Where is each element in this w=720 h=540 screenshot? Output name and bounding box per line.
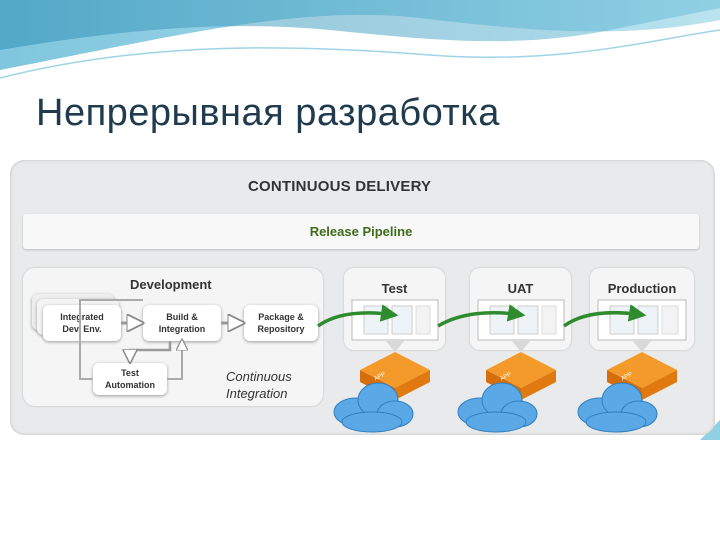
continuous-integration-label: Continuous Integration [226, 368, 292, 402]
package-box: Package & Repository [244, 305, 318, 341]
package-label: Package & Repository [257, 312, 305, 334]
green-arrow-test-to-uat [437, 304, 526, 328]
env-title-uat: UAT [507, 281, 534, 296]
release-pipeline-bar: Release Pipeline [23, 214, 699, 249]
build-box: Build & Integration [143, 305, 221, 341]
continuous-delivery-heading: CONTINUOUS DELIVERY [248, 178, 432, 195]
arrow-test-loop-right [167, 341, 182, 380]
top-wave-line [0, 29, 720, 79]
ci-line-1: Continuous [226, 369, 292, 384]
env-title-test: Test [381, 281, 408, 296]
ide-box: Integrated Dev. Env. [43, 305, 121, 341]
ci-line-2: Integration [226, 386, 288, 401]
env-title-production: Production [607, 281, 677, 296]
arrow-build-to-test [130, 341, 172, 361]
cloud-icon-test [333, 382, 414, 433]
cloud-icon-uat [457, 382, 538, 433]
build-label: Build & Integration [158, 312, 206, 334]
top-wave-dark [0, 0, 720, 50]
arrow-test-loop-left [79, 299, 143, 380]
release-pipeline-label: Release Pipeline [309, 224, 413, 239]
development-title: Development [130, 277, 212, 292]
slide-title: Непрерывная разработка [36, 92, 500, 134]
test-automation-box: Test Automation [93, 363, 167, 395]
green-arrow-package-to-test [316, 304, 399, 328]
green-arrow-uat-to-production [562, 304, 647, 328]
cloud-icon-production [577, 382, 658, 433]
test-automation-label: Test Automation [105, 368, 155, 390]
ide-label: Integrated Dev. Env. [60, 312, 104, 334]
